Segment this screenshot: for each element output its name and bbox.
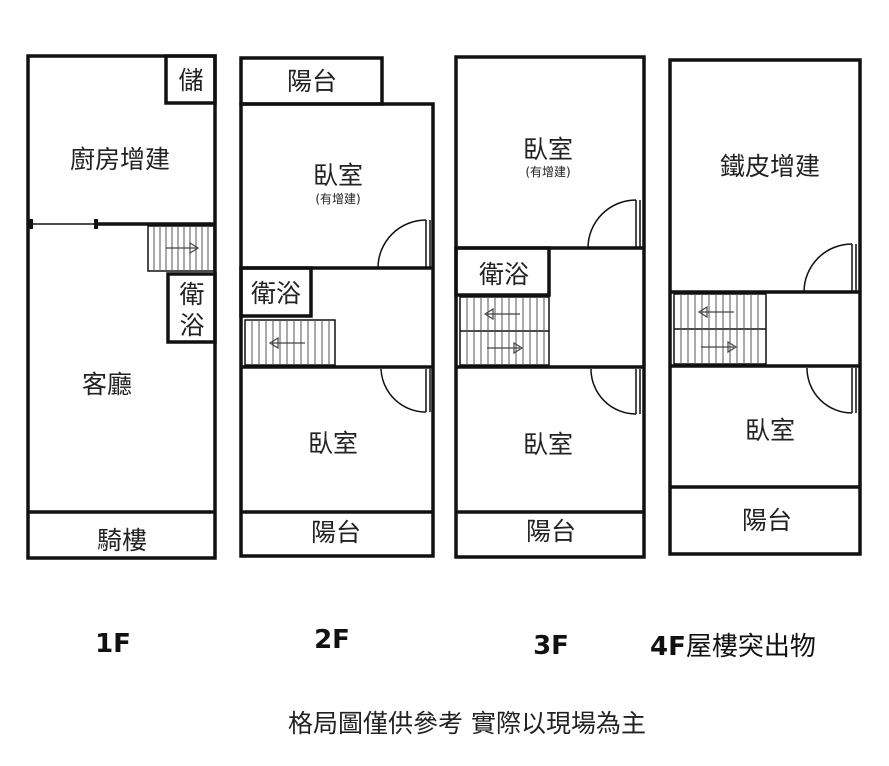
- storage-room-1f: [164, 54, 217, 105]
- bathroom-1f: [166, 272, 217, 344]
- room-label-bedroom-back: 臥室: [308, 429, 358, 458]
- room-label-arcade: 騎樓: [97, 526, 147, 555]
- door-3f-front: [587, 199, 641, 249]
- room-label-balcony-bottom: 陽台: [311, 518, 361, 547]
- room-label-kitchen: 廚房增建: [70, 145, 170, 174]
- room-label-living: 客廳: [82, 370, 132, 399]
- floor-label-4f-number: 4F: [650, 632, 686, 662]
- door-4f-front: [803, 243, 857, 293]
- plan-caption: 格局圖僅供參考 實際以現場為主: [288, 709, 646, 738]
- staircase-4f: [673, 293, 767, 365]
- room-label-metal-addition: 鐵皮增建: [720, 152, 820, 181]
- bathroom-2f: [239, 266, 313, 318]
- room-label-bathroom: 衛浴: [251, 279, 301, 308]
- stair-arrow-down-icon: [487, 341, 524, 355]
- floor-label-1f: 1F: [95, 629, 131, 659]
- staircase-3f: [459, 296, 550, 366]
- stair-arrow-icon: [166, 241, 200, 255]
- stair-arrow-up-icon: [697, 305, 734, 319]
- room-note-addition: (有增建): [315, 192, 360, 206]
- room-label-balcony: 陽台: [526, 517, 576, 546]
- floor-2f-outline: [239, 102, 435, 558]
- floor-label-4f: 4F屋樓突出物: [650, 632, 816, 662]
- floor-4f-outline: [668, 58, 862, 556]
- room-label-bath-top: 衛: [179, 280, 204, 309]
- staircase-2f: [244, 319, 336, 366]
- opening-marker-left: [29, 219, 33, 229]
- stair-arrow-down-icon: [701, 340, 738, 354]
- room-label-balcony-top: 陽台: [287, 67, 337, 96]
- room-label-bath-bottom: 浴: [179, 311, 204, 340]
- floor-1f-plan: 儲 廚房增建 衛 浴 客廳 騎樓: [26, 54, 217, 560]
- room-label-bathroom: 衛浴: [479, 260, 529, 289]
- door-3f-back: [590, 368, 641, 415]
- door-2f-back: [380, 368, 431, 413]
- floor-3f-plan: 臥室 (有增建) 衛浴 臥室 陽台: [454, 55, 646, 559]
- room-label-bedroom-back: 臥室: [523, 430, 573, 459]
- floor-4f-plan: 鐵皮增建 臥室 陽台: [668, 58, 862, 556]
- room-label-bedroom-front: 臥室: [523, 135, 573, 164]
- opening-marker-right: [94, 219, 98, 229]
- floor-label-3f: 3F: [533, 631, 569, 661]
- floor-label-2f: 2F: [314, 625, 350, 655]
- room-note-addition: (有增建): [525, 165, 570, 179]
- door-4f-back: [806, 367, 857, 414]
- stair-arrow-icon: [268, 336, 305, 350]
- floor-2f-plan: 陽台 臥室 (有增建) 衛浴 臥室 陽台: [239, 56, 435, 558]
- room-label-bedroom: 臥室: [745, 416, 795, 445]
- floor-label-4f-extra: 屋樓突出物: [686, 632, 816, 662]
- bathroom-3f: [454, 246, 551, 297]
- staircase-1f: [147, 225, 215, 272]
- stair-arrow-up-icon: [483, 307, 520, 321]
- room-label-storage: 儲: [178, 66, 203, 95]
- door-2f-front: [377, 219, 431, 269]
- room-label-balcony: 陽台: [742, 506, 792, 535]
- room-label-bedroom-front: 臥室: [313, 161, 363, 190]
- floor-3f-outline: [454, 55, 646, 559]
